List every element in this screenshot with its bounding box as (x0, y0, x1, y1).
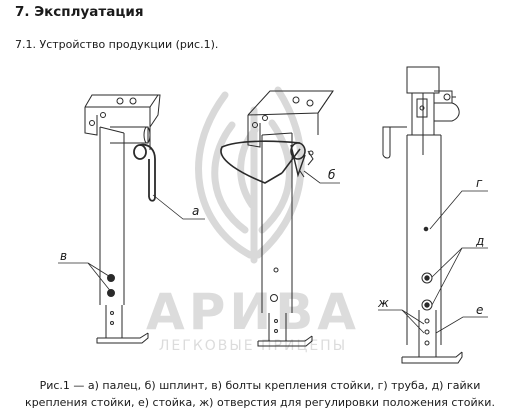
watermark-tagline: ЛЕГКОВЫЕ ПРИЦЕПЫ (159, 338, 347, 354)
callout-labels: а в б г д е ж (60, 168, 484, 317)
leader-lines (58, 170, 488, 334)
callout-e: е (476, 303, 483, 317)
figure-caption: Рис.1 — а) палец, б) шплинт, в) болты кр… (25, 379, 495, 409)
figure-1: АРИВА ЛЕГКОВЫЕ ПРИЦЕПЫ (0, 55, 515, 375)
callout-a-left: а (192, 204, 199, 218)
stand-drawing-middle (220, 90, 334, 347)
watermark-brand: АРИВА (146, 283, 360, 341)
stand-drawing-right (382, 66, 463, 364)
callout-zh: ж (377, 296, 389, 310)
leaf-emblem-icon (195, 86, 305, 264)
callout-g: г (476, 176, 483, 190)
section-subheading: 7.1. Устройство продукции (рис.1). (15, 38, 219, 51)
section-heading: 7. Эксплуатация (15, 4, 144, 20)
callout-v: в (60, 249, 67, 263)
callout-d: д (475, 234, 484, 248)
watermark: АРИВА ЛЕГКОВЫЕ ПРИЦЕПЫ (146, 86, 360, 354)
stand-drawing-left (84, 94, 161, 344)
callout-b: б (328, 168, 336, 182)
jockey-stand-drawings: АРИВА ЛЕГКОВЫЕ ПРИЦЕПЫ (58, 66, 488, 364)
